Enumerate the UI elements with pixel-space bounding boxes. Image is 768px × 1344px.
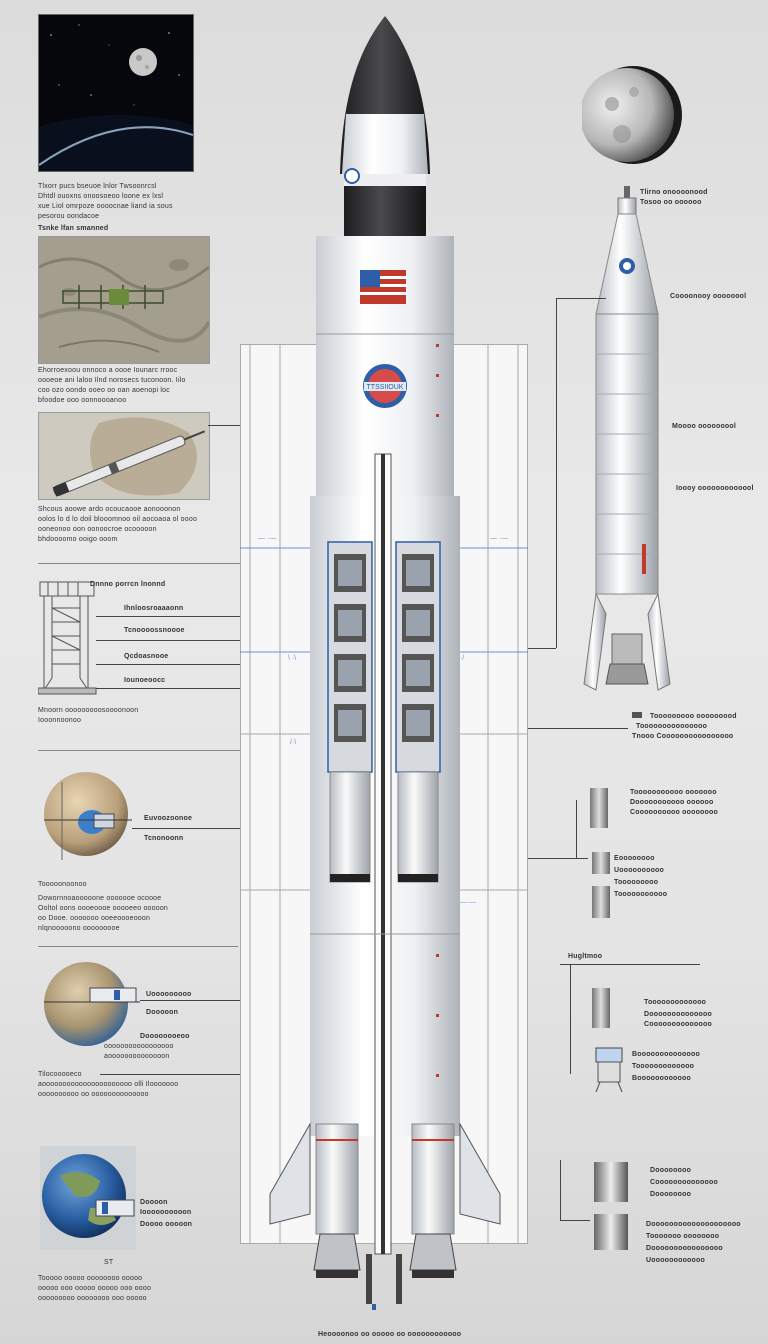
leader-comp-4 (560, 1220, 590, 1221)
leader-tower-2 (96, 640, 326, 641)
component-cylinder-4 (592, 988, 610, 1028)
side-rocket (582, 184, 674, 698)
terrain-photo (38, 236, 210, 364)
surface-note: Tsnke lfan smanned (38, 225, 109, 232)
bottom-caption: Heoooonoo oo ooooo oo oooooooooooo (318, 1331, 462, 1338)
moon (582, 64, 684, 166)
svg-text:— ·—: — ·— (258, 535, 276, 542)
leader-tower-3 (96, 664, 326, 665)
engine-swatch (632, 712, 642, 718)
launch-tower-diagram (38, 578, 98, 698)
globe-1 (40, 764, 132, 872)
divider-2 (38, 750, 248, 751)
divider-1 (38, 563, 278, 564)
space-photo (38, 14, 194, 172)
leader-comp-1v (576, 800, 577, 858)
leader-tower-1 (96, 616, 326, 617)
leader-right-1v (556, 298, 557, 648)
leader-mag-v (570, 964, 571, 1074)
component-module (594, 1046, 624, 1092)
svg-text:/ ·/: / ·/ (456, 655, 464, 662)
leader-right-1 (556, 298, 606, 299)
probe-photo (38, 412, 210, 500)
divider-3 (38, 946, 238, 947)
leader-comp-1 (528, 858, 588, 859)
leader-mag (560, 964, 700, 965)
globe-2 (40, 958, 140, 1058)
component-cylinder-5 (594, 1162, 628, 1202)
magnitude-label: Hugltmoo (568, 953, 603, 960)
rocket-badge: TTSSIIOUK (367, 384, 404, 391)
leader-globe2 (140, 1000, 306, 1001)
component-cylinder-1 (590, 788, 608, 828)
leader-tower-4 (96, 688, 326, 689)
svg-text:— ·—: — ·— (490, 535, 508, 542)
component-cylinder-6 (594, 1214, 628, 1250)
globe-3 (40, 1146, 136, 1250)
svg-text:/·\: /·\ (290, 739, 296, 746)
leader-globe2b (100, 1074, 370, 1075)
leader-comp-4v (560, 1160, 561, 1220)
leader-right-1h (528, 648, 556, 649)
main-rocket: TTSSIIOUK (250, 14, 520, 1314)
svg-text:—·—: —·— (460, 899, 476, 906)
leader-engine (528, 728, 628, 729)
svg-text:\ ·\: \ ·\ (288, 655, 296, 662)
component-cylinder-3 (592, 886, 610, 918)
component-cylinder-2 (592, 852, 610, 874)
